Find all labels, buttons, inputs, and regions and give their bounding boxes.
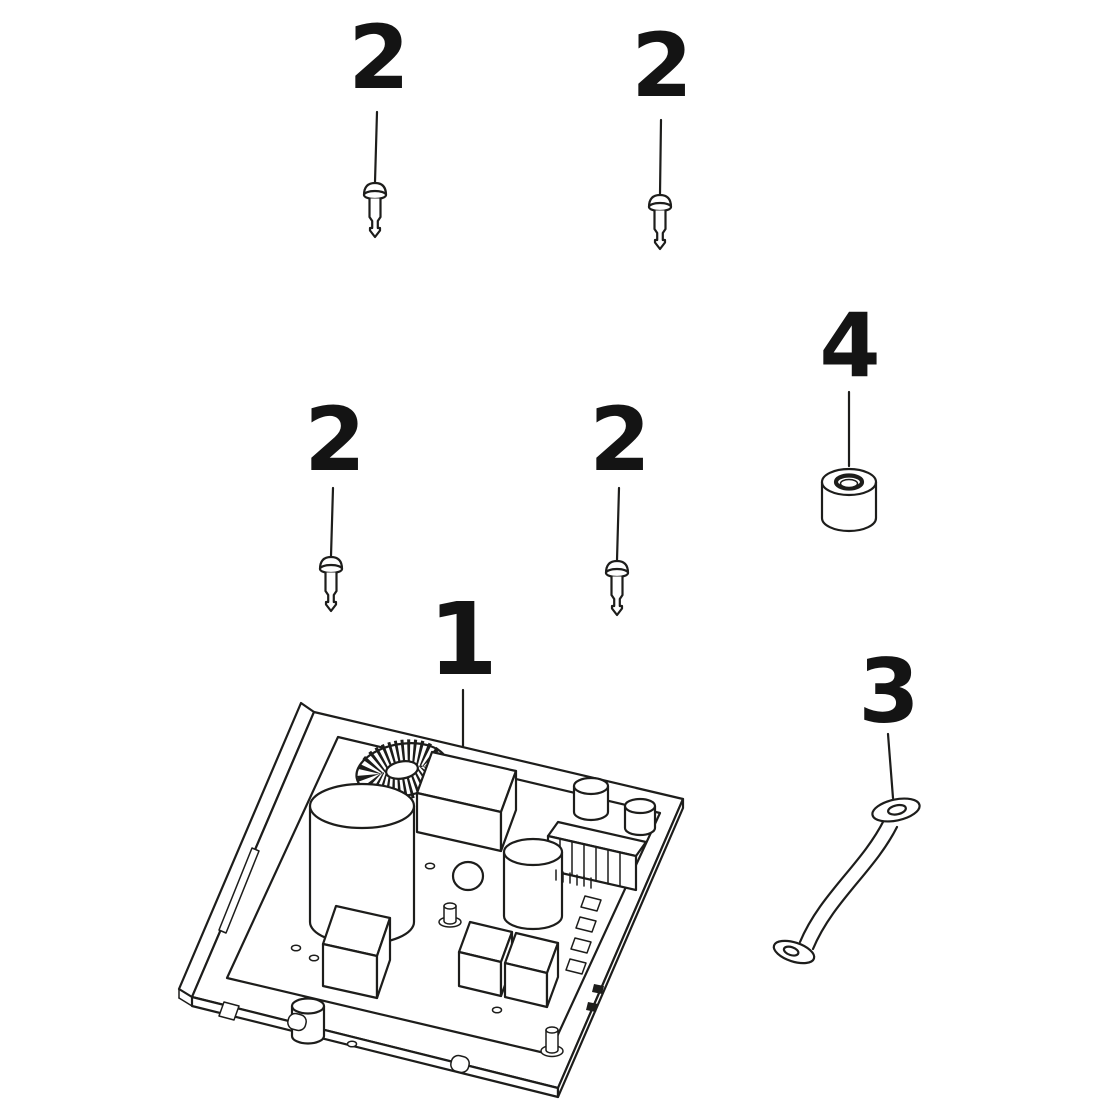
disc-component: [451, 860, 485, 892]
left-component-box: [321, 904, 392, 1000]
leader-line-screw-mid-left: [329, 486, 335, 558]
rail-slot: [218, 847, 260, 934]
terminal-blocks: [565, 895, 604, 1012]
callout-screw-mid-left: 2: [304, 388, 365, 491]
screw-top-right-icon: [647, 193, 673, 251]
screw-mid-right-icon: [604, 559, 630, 617]
control-board-assembly-icon: [177, 701, 685, 1099]
leader-line-ground-wire: [886, 732, 895, 800]
callout-screw-top-left: 2: [348, 6, 409, 109]
capacitor-medium: [502, 837, 564, 931]
rivet-stud: [540, 1026, 564, 1058]
ring-terminal-top: [871, 797, 921, 823]
spacer-bushing-icon: [820, 467, 878, 533]
pin-header: [555, 869, 592, 889]
screw-mid-left-icon: [318, 555, 344, 613]
ring-terminal-bottom: [772, 939, 816, 965]
ground-wire-icon: [772, 797, 921, 965]
leader-line-screw-mid-right: [615, 486, 621, 562]
leader-line-screw-top-left: [373, 110, 379, 184]
leader-lines: [329, 110, 895, 800]
callout-spacer: 4: [819, 294, 880, 397]
small-capacitors: [572, 776, 657, 837]
callout-board: 1: [428, 581, 498, 698]
standoff-stud: [438, 902, 462, 928]
callout-ground-wire: 3: [858, 640, 919, 743]
leader-line-screw-top-right: [658, 118, 663, 196]
callout-screw-mid-right: 2: [589, 388, 650, 491]
callout-screw-top-right: 2: [631, 14, 692, 117]
relay-box: [415, 750, 518, 853]
relay-cubes: [457, 920, 560, 1009]
plate-cutout: [218, 1001, 240, 1021]
screw-top-left-icon: [362, 181, 388, 239]
edge-notches: [287, 1012, 470, 1074]
